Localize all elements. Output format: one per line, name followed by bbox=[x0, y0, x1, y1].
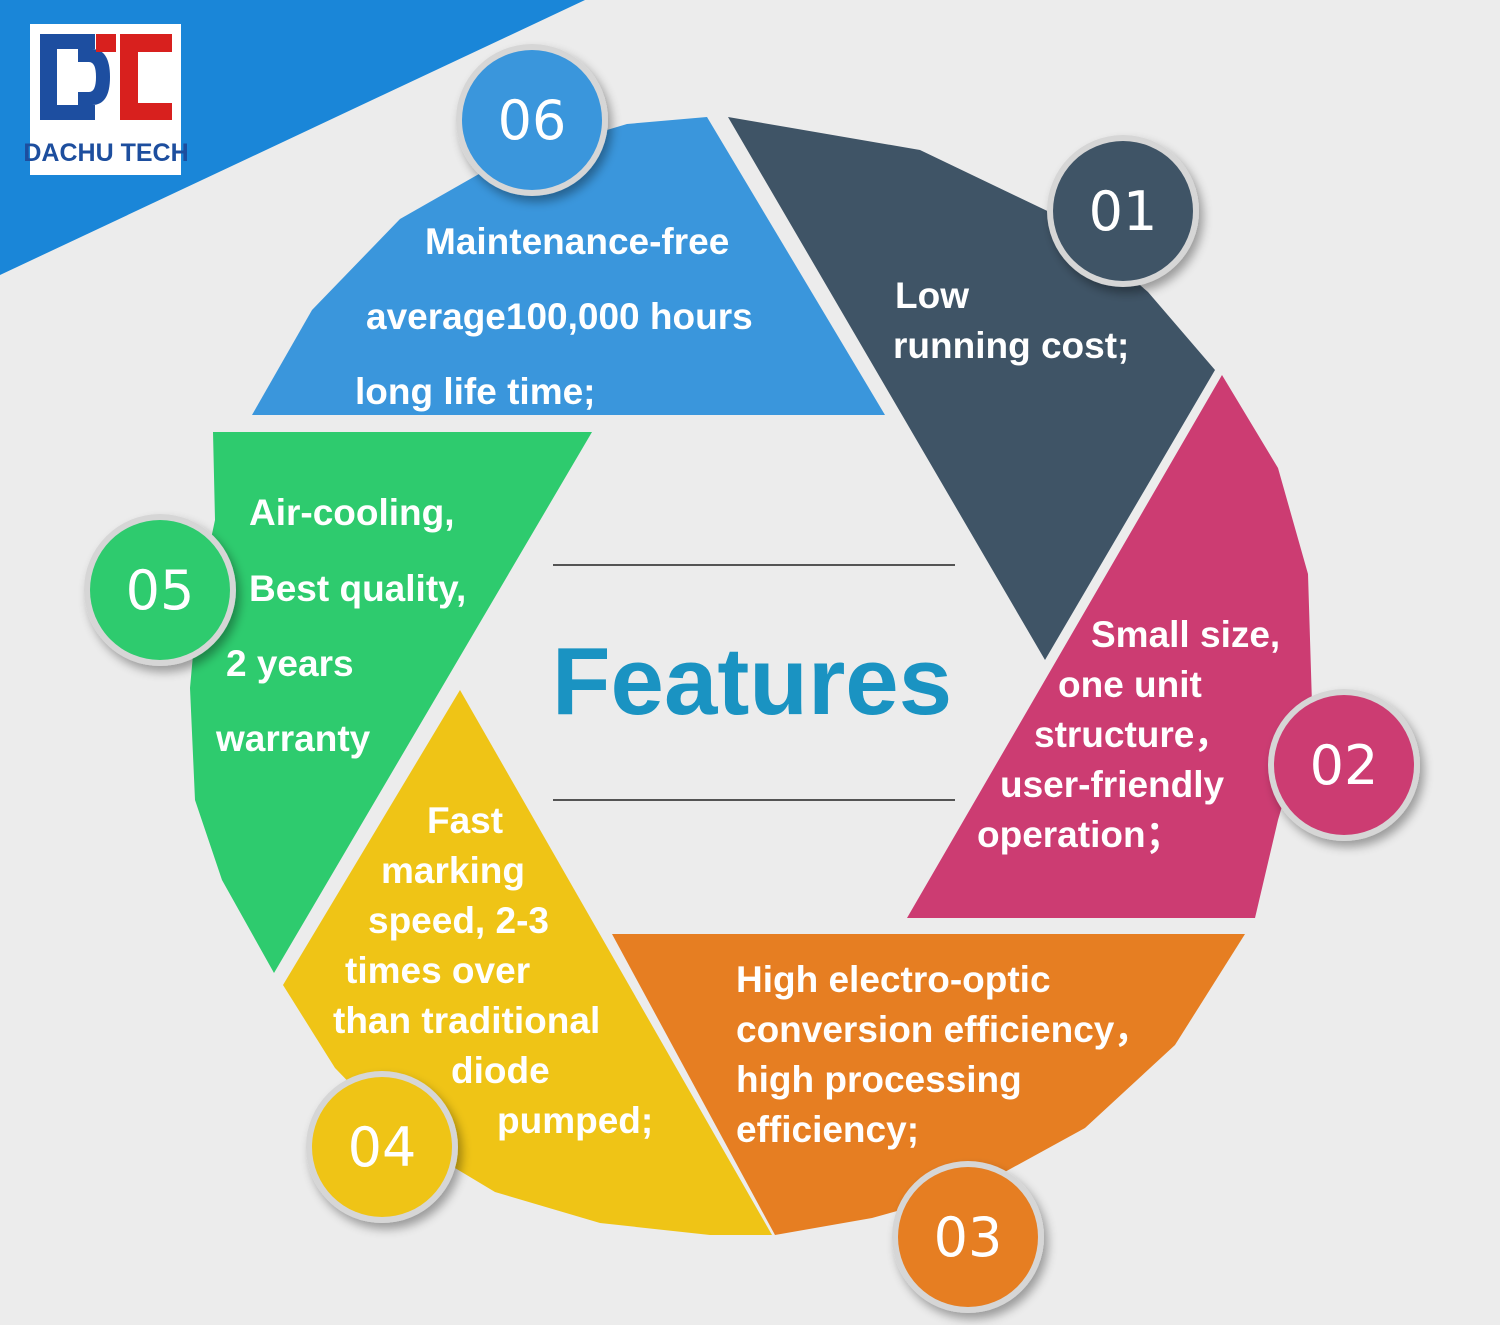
number-circles: 01 02 03 04 05 06 bbox=[84, 44, 1420, 1313]
number-badge-03: 03 bbox=[892, 1161, 1044, 1313]
segment-03-line: conversion efficiency， bbox=[736, 1009, 1151, 1050]
segment-02-line: one unit bbox=[1058, 664, 1202, 705]
segment-04-line: marking bbox=[381, 850, 525, 891]
segment-04-line: than traditional bbox=[333, 1000, 600, 1041]
number-badge-04: 04 bbox=[306, 1071, 458, 1223]
segment-05-line: Air-cooling, bbox=[249, 492, 455, 533]
number-badge-05: 05 bbox=[84, 514, 236, 666]
number-label-01: 01 bbox=[1089, 180, 1158, 243]
segment-03 bbox=[612, 934, 1245, 1235]
segment-04-line: pumped; bbox=[497, 1100, 653, 1141]
segment-06-line: average100,000 hours bbox=[366, 296, 753, 337]
segment-06-line: long life time; bbox=[355, 371, 596, 412]
segment-04-line: times over bbox=[345, 950, 530, 991]
number-label-05: 05 bbox=[126, 559, 195, 622]
segment-05 bbox=[190, 432, 592, 973]
segment-05-line: 2 years bbox=[226, 643, 354, 684]
company-logo: DACHU TECH bbox=[23, 24, 189, 175]
segment-05-line: warranty bbox=[215, 718, 371, 759]
segment-06 bbox=[252, 117, 885, 415]
number-badge-06: 06 bbox=[456, 44, 608, 196]
number-label-02: 02 bbox=[1310, 734, 1379, 797]
segment-01-line: Low bbox=[895, 275, 969, 316]
segment-04-line: Fast bbox=[427, 800, 503, 841]
segment-02-line: Small size, bbox=[1091, 614, 1280, 655]
number-label-06: 06 bbox=[498, 89, 567, 152]
segment-06-line: Maintenance-free bbox=[425, 221, 729, 262]
segment-02 bbox=[907, 375, 1312, 918]
segment-01-line: running cost; bbox=[893, 325, 1129, 366]
segment-02-line: user-friendly bbox=[1000, 764, 1225, 805]
number-badge-02: 02 bbox=[1268, 689, 1420, 841]
segment-04-line: speed, 2-3 bbox=[368, 900, 549, 941]
logo-text: DACHU TECH bbox=[23, 139, 188, 167]
segment-03-line: High electro-optic bbox=[736, 959, 1051, 1000]
segment-05-line: Best quality, bbox=[249, 568, 466, 609]
segment-texts: Low running cost; Small size, one unit struc… bbox=[215, 221, 1280, 1150]
segment-04-line: diode bbox=[451, 1050, 550, 1091]
number-badge-01: 01 bbox=[1047, 135, 1199, 287]
number-label-03: 03 bbox=[934, 1206, 1003, 1269]
diagram-title: Features bbox=[552, 628, 952, 735]
segment-03-line: efficiency; bbox=[736, 1109, 919, 1150]
segment-03-line: high processing bbox=[736, 1059, 1022, 1100]
segment-02-line: structure， bbox=[1034, 714, 1231, 755]
number-label-04: 04 bbox=[348, 1116, 417, 1179]
segment-02-line: operation； bbox=[977, 814, 1183, 855]
